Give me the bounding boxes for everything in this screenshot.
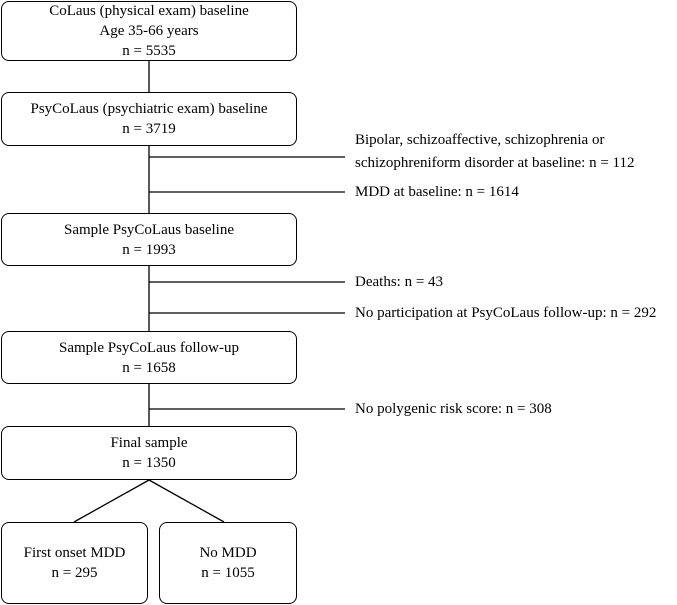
psycolaus-baseline-count: n = 3719 (122, 121, 176, 137)
sample-followup-box: Sample PsyCoLaus follow-up n = 1658 (1, 331, 297, 384)
first-onset-mdd-count: n = 295 (51, 565, 98, 581)
colaus-baseline-count: n = 5535 (122, 43, 176, 59)
connector-final-no-mdd (148, 479, 225, 523)
sample-followup-title: Sample PsyCoLaus follow-up (59, 339, 239, 356)
no-mdd-box: No MDD n = 1055 (159, 522, 297, 604)
exclusion-deaths: Deaths: n = 43 (355, 274, 444, 290)
exclusion-psychotic-disorders: Bipolar, schizoaffective, schizophrenia … (355, 129, 635, 175)
psycolaus-baseline-box: PsyCoLaus (psychiatric exam) baseline n … (1, 92, 297, 146)
final-sample-title: Final sample (110, 435, 188, 451)
no-mdd-title: No MDD (199, 545, 257, 561)
exclusion-no-prs: No polygenic risk score: n = 308 (355, 401, 552, 417)
first-onset-mdd-title: First onset MDD (23, 545, 126, 561)
exclusion-psychotic-line2: schizophreniform disorder at baseline: n… (355, 155, 635, 171)
exclusion-psychotic-line1: Bipolar, schizoaffective, schizophrenia … (355, 132, 605, 148)
first-onset-mdd-box: First onset MDD n = 295 (1, 522, 148, 604)
colaus-baseline-box: CoLaus (physical exam) baseline Age 35-6… (1, 1, 297, 61)
connector-final-first-onset (73, 479, 150, 523)
sample-followup-count: n = 1658 (122, 359, 176, 376)
sample-baseline-count: n = 1993 (122, 241, 176, 258)
no-mdd-count: n = 1055 (201, 565, 255, 581)
exclusion-no-participation: No participation at PsyCoLaus follow-up:… (355, 305, 657, 321)
final-sample-count: n = 1350 (122, 455, 176, 471)
colaus-baseline-title: CoLaus (physical exam) baseline (49, 3, 249, 19)
psycolaus-baseline-title: PsyCoLaus (psychiatric exam) baseline (30, 101, 268, 117)
sample-baseline-box: Sample PsyCoLaus baseline n = 1993 (1, 213, 297, 266)
sample-baseline-title: Sample PsyCoLaus baseline (64, 221, 234, 238)
colaus-baseline-age: Age 35-66 years (99, 23, 199, 39)
exclusion-mdd-baseline: MDD at baseline: n = 1614 (355, 184, 519, 200)
final-sample-box: Final sample n = 1350 (1, 426, 297, 480)
